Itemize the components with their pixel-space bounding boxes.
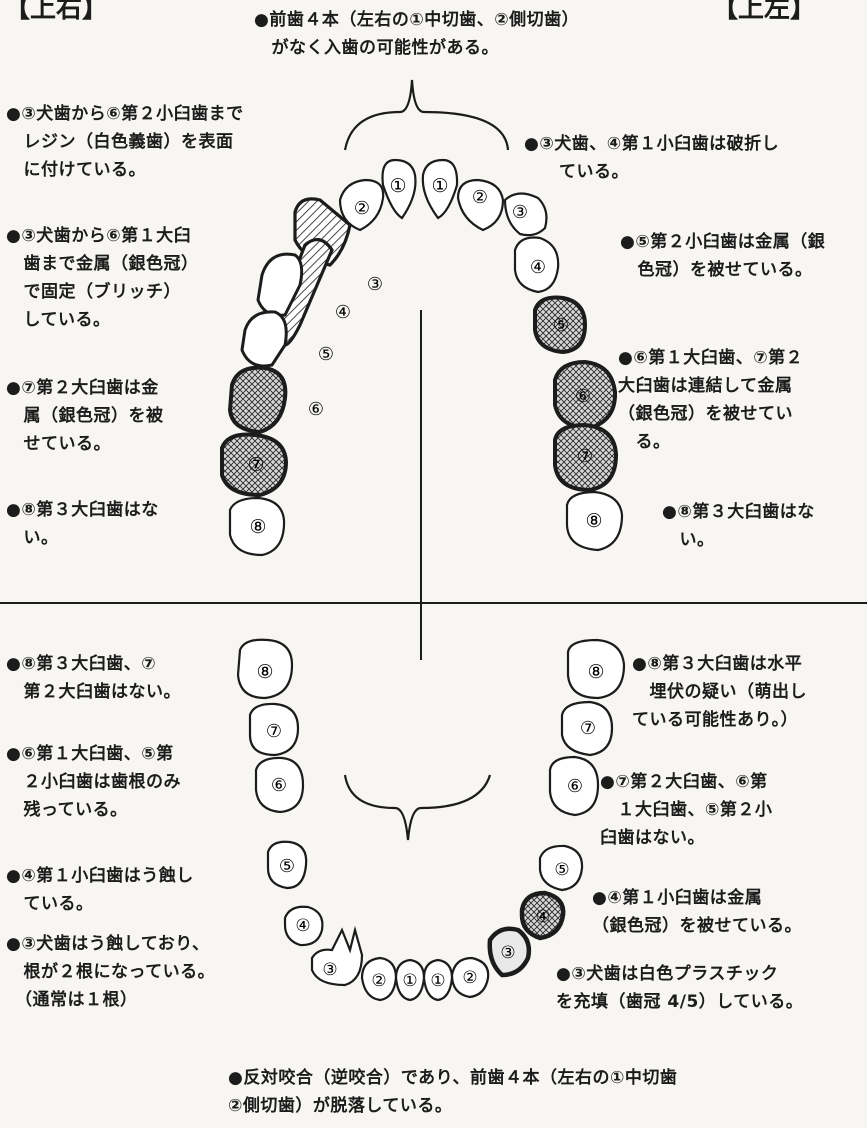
- tooth-label: ⑧: [587, 661, 604, 683]
- note-upper-left-broken: ●③犬歯、④第１小臼歯は破折し ている。: [524, 134, 780, 182]
- tooth-label: ⑤: [318, 344, 334, 365]
- upper-tooth-canine-left: ③: [503, 192, 548, 237]
- lower-tooth-first-premolar-right: ④: [283, 905, 324, 947]
- upper-tooth-central-incisor-right: ①: [381, 158, 417, 220]
- upper-tooth-first-molar-right: ⑥: [227, 365, 324, 435]
- note-lower-left-third-molar: ●⑧第３大臼歯は水平 埋伏の疑い（萌出し ている可能性あり。）: [632, 654, 807, 730]
- upper-tooth-second-molar-right: ⑦: [220, 432, 289, 498]
- tooth-label: ⑤: [553, 315, 569, 336]
- note-lower-right-premolar: ●④第１小臼歯はう蝕し ている。: [6, 866, 194, 914]
- upper-tooth-third-molar-left: ⑧: [565, 490, 624, 552]
- note-upper-left-molars: ●⑥第１大臼歯、⑦第２ 大臼歯は連結して金属 （銀色冠）を被せてい る。: [618, 348, 804, 452]
- lower-tooth-canine-left: ③: [487, 926, 532, 978]
- tooth-label: ①: [431, 175, 448, 197]
- upper-tooth-central-incisor-left: ①: [421, 158, 459, 220]
- lower-tooth-first-molar-left: ⑥: [548, 755, 600, 817]
- tooth-label: ③: [500, 943, 515, 963]
- tooth-label: ⑦: [247, 454, 264, 476]
- note-upper-anterior: ●前歯４本（左右の①中切歯、②側切歯） がなく入歯の可能性がある。: [254, 10, 580, 58]
- tooth-label: ②: [354, 198, 370, 219]
- lower-tooth-first-molar-right: ⑥: [254, 756, 305, 814]
- note-upper-right-second-molar: ●⑦第２大臼歯は金 属（銀色冠）を被 せている。: [6, 378, 164, 454]
- tooth-label: ⑥: [308, 399, 324, 420]
- lower-tooth-second-molar-left: ⑦: [560, 700, 614, 757]
- note-lower-left-premolar: ●④第１小臼歯は金属 （銀色冠）を被せている。: [592, 888, 802, 936]
- lower-tooth-central-incisor-left: ①: [422, 958, 454, 1002]
- upper-tooth-first-premolar-right: ④: [256, 252, 351, 323]
- upper-tooth-second-premolar-right: ⑤: [240, 310, 334, 368]
- upper-brace: [343, 79, 510, 151]
- note-lower-left-missing: ●⑦第２大臼歯、⑥第 １大臼歯、⑤第２小 臼歯はない。: [600, 772, 773, 848]
- lower-tooth-second-premolar-left: ⑤: [538, 844, 584, 892]
- tooth-label: ⑧: [256, 661, 273, 683]
- note-lower-left-canine: ●③犬歯は白色プラスチック を充填（歯冠 4/5）している。: [556, 964, 804, 1012]
- tooth-label: ⑤: [554, 860, 569, 880]
- tooth-label: ④: [295, 916, 310, 936]
- lower-brace: [343, 774, 492, 841]
- lower-tooth-third-molar-left: ⑧: [566, 638, 626, 700]
- tooth-label: ③: [512, 202, 528, 223]
- tooth-label: ⑦: [577, 446, 593, 467]
- note-lower-anterior: ●反対咬合（逆咬合）であり、前歯４本（左右の①中切歯 ②側切歯）が脱落している。: [228, 1068, 678, 1116]
- tooth-label: ③: [322, 960, 337, 980]
- tooth-label: ⑦: [266, 721, 282, 742]
- lower-tooth-second-premolar-right: ⑤: [266, 840, 308, 890]
- upper-tooth-second-molar-left: ⑦: [553, 422, 619, 493]
- tooth-label: ⑥: [567, 776, 583, 797]
- lower-tooth-first-premolar-left: ④: [519, 890, 566, 941]
- lower-tooth-second-molar-right: ⑦: [248, 702, 300, 757]
- note-upper-left-third-molar: ●⑧第３大臼歯はな い。: [662, 502, 815, 550]
- tooth-label: ②: [371, 971, 386, 991]
- tooth-label: ④: [535, 907, 550, 927]
- note-lower-right-molars: ●⑧第３大臼歯、⑦ 第２大臼歯はない。: [6, 654, 181, 702]
- tooth-label: ⑧: [249, 516, 266, 538]
- lower-tooth-lateral-incisor-left: ②: [450, 956, 490, 999]
- note-lower-right-roots: ●⑥第１大臼歯、⑤第 ２小臼歯は歯根のみ 残っている。: [6, 744, 181, 820]
- upper-left-quadrant-label: 【上左】: [712, 0, 817, 24]
- note-upper-right-resin: ●③犬歯から⑥第２小臼歯まで レジン（白色義歯）を表面 に付けている。: [6, 104, 244, 180]
- upper-tooth-second-premolar-left: ⑤: [533, 295, 588, 355]
- tooth-label: ④: [530, 257, 546, 278]
- upper-tooth-third-molar-right: ⑧: [228, 496, 286, 557]
- tooth-label: ①: [430, 971, 445, 991]
- tooth-label: ⑧: [585, 510, 602, 532]
- note-upper-left-premolar: ●⑤第２小臼歯は金属（銀 色冠）を被せている。: [620, 232, 826, 280]
- note-upper-right-bridge: ●③犬歯から⑥第１大臼 歯まで金属（銀色冠） で固定（ブリッチ） している。: [6, 226, 199, 330]
- note-upper-right-third-molar: ●⑧第３大臼歯はな い。: [6, 500, 159, 548]
- tooth-label: ②: [472, 187, 488, 208]
- tooth-label: ⑥: [271, 775, 287, 796]
- lower-tooth-canine-right: ③: [310, 925, 364, 987]
- tooth-label: ①: [389, 175, 406, 197]
- upper-tooth-first-premolar-left: ④: [513, 236, 560, 294]
- tooth-label: ②: [462, 968, 477, 988]
- tooth-label: ③: [367, 274, 383, 295]
- lower-tooth-lateral-incisor-right: ②: [360, 956, 398, 1002]
- tooth-label: ①: [402, 971, 417, 991]
- tooth-label: ④: [335, 302, 351, 323]
- note-lower-right-canine: ●③犬歯はう蝕しており、 根が２根になっている。 （通常は１根）: [6, 934, 216, 1010]
- upper-tooth-lateral-incisor-left: ②: [456, 178, 505, 232]
- upper-tooth-first-molar-left: ⑥: [553, 359, 618, 431]
- tooth-label: ⑥: [575, 386, 591, 407]
- lower-tooth-third-molar-right: ⑧: [236, 638, 294, 700]
- lower-tooth-central-incisor-right: ①: [394, 958, 426, 1002]
- tooth-label: ⑤: [279, 856, 295, 877]
- tooth-label: ⑦: [580, 718, 596, 739]
- upper-right-quadrant-label: 【上右】: [4, 0, 109, 24]
